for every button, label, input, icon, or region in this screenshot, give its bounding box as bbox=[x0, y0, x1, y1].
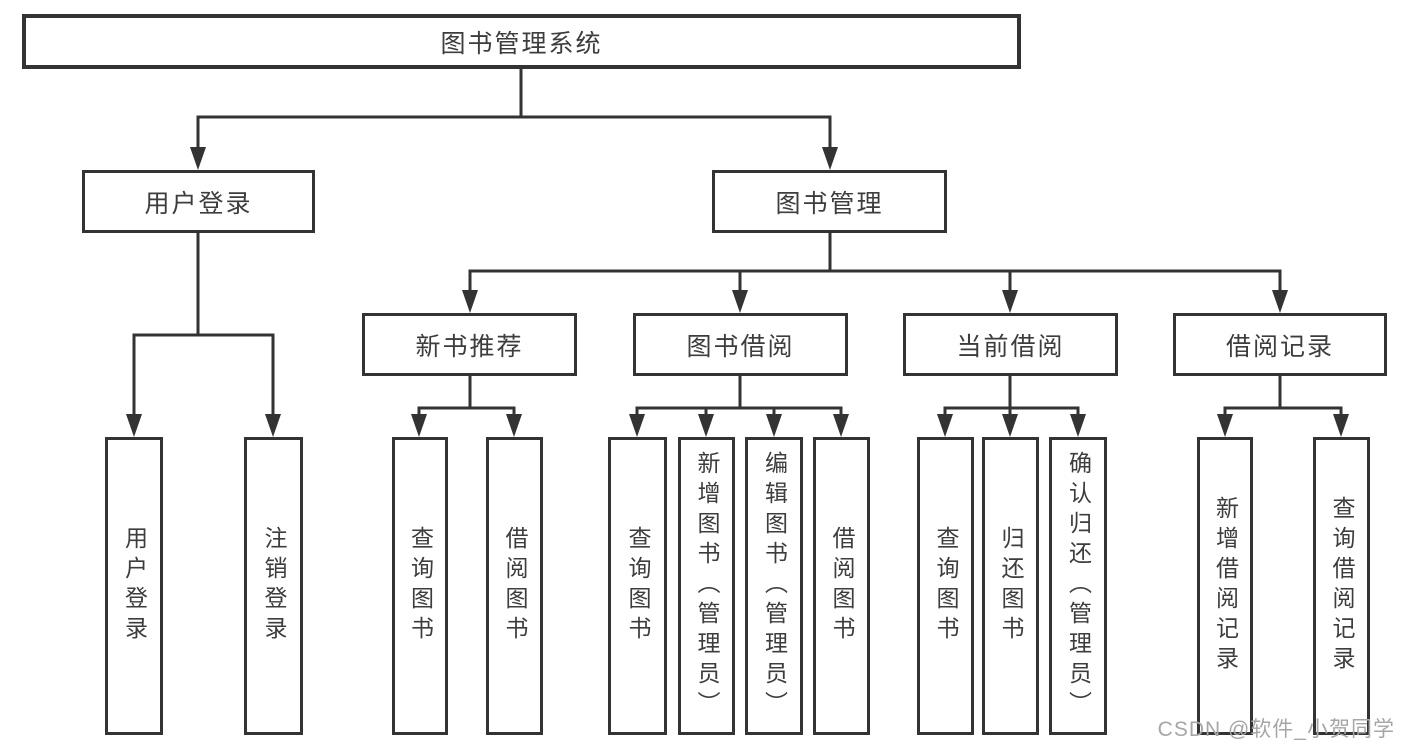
leaf-current-confirm-return-admin: 确认归还（管理员） bbox=[1049, 437, 1107, 735]
arrowhead bbox=[698, 414, 714, 437]
arrowhead bbox=[766, 414, 782, 437]
leaf-label: 查询图书 bbox=[407, 526, 434, 646]
leaf-logout: 注销登录 bbox=[244, 437, 303, 735]
arrowhead bbox=[833, 414, 849, 437]
node-book-management: 图书管理 bbox=[712, 170, 947, 233]
node-new-book-recommendation: 新书推荐 bbox=[362, 313, 577, 376]
leaf-current-return-book: 归还图书 bbox=[982, 437, 1039, 735]
arrowhead bbox=[732, 290, 748, 313]
leaf-label: 用户登录 bbox=[121, 526, 148, 646]
leaf-label: 查询图书 bbox=[933, 526, 959, 646]
arrowhead bbox=[506, 414, 522, 437]
leaf-borrow-query-book: 查询图书 bbox=[608, 437, 667, 735]
leaf-label: 注销登录 bbox=[261, 526, 287, 646]
arrowhead bbox=[629, 414, 645, 437]
leaf-records-add-record: 新增借阅记录 bbox=[1197, 437, 1253, 735]
arrowhead bbox=[1002, 414, 1018, 437]
leaf-label: 查询借阅记录 bbox=[1329, 496, 1355, 676]
leaf-borrow-add-book-admin: 新增图书（管理员） bbox=[678, 437, 735, 735]
leaf-current-query-book: 查询图书 bbox=[917, 437, 974, 735]
arrowhead bbox=[265, 414, 281, 437]
leaf-newbook-query-book: 查询图书 bbox=[392, 437, 448, 735]
node-current-borrowing: 当前借阅 bbox=[903, 313, 1118, 376]
leaf-label: 借阅图书 bbox=[829, 526, 855, 646]
node-library-management-system: 图书管理系统 bbox=[22, 14, 1021, 69]
leaf-label: 确认归还（管理员） bbox=[1065, 451, 1092, 721]
leaf-label: 查询图书 bbox=[625, 526, 651, 646]
leaf-label: 归还图书 bbox=[998, 526, 1024, 646]
node-book-borrowing: 图书借阅 bbox=[633, 313, 848, 376]
leaf-borrow-edit-book-admin: 编辑图书（管理员） bbox=[745, 437, 803, 735]
arrowhead bbox=[1070, 414, 1086, 437]
arrowhead bbox=[1002, 290, 1018, 313]
node-borrowing-records: 借阅记录 bbox=[1173, 313, 1387, 376]
csdn-watermark: CSDN @软件_小贺同学 bbox=[1157, 718, 1395, 741]
arrowhead bbox=[190, 147, 206, 170]
arrowhead bbox=[411, 414, 427, 437]
arrowhead bbox=[822, 147, 838, 170]
leaf-label: 新增图书（管理员） bbox=[694, 451, 720, 721]
arrowhead bbox=[126, 414, 142, 437]
leaf-label: 新增借阅记录 bbox=[1212, 496, 1239, 676]
arrowhead bbox=[937, 414, 953, 437]
leaf-records-query-record: 查询借阅记录 bbox=[1313, 437, 1370, 735]
leaf-label: 编辑图书（管理员） bbox=[761, 451, 788, 721]
leaf-newbook-borrow-book: 借阅图书 bbox=[486, 437, 543, 735]
arrowhead bbox=[1272, 290, 1288, 313]
arrowhead bbox=[1217, 414, 1233, 437]
leaf-label: 借阅图书 bbox=[502, 526, 528, 646]
node-user-login: 用户登录 bbox=[82, 170, 315, 233]
arrowhead bbox=[1333, 414, 1349, 437]
arrowhead bbox=[462, 290, 478, 313]
leaf-borrow-borrow-book: 借阅图书 bbox=[813, 437, 870, 735]
leaf-user-login: 用户登录 bbox=[105, 437, 163, 735]
